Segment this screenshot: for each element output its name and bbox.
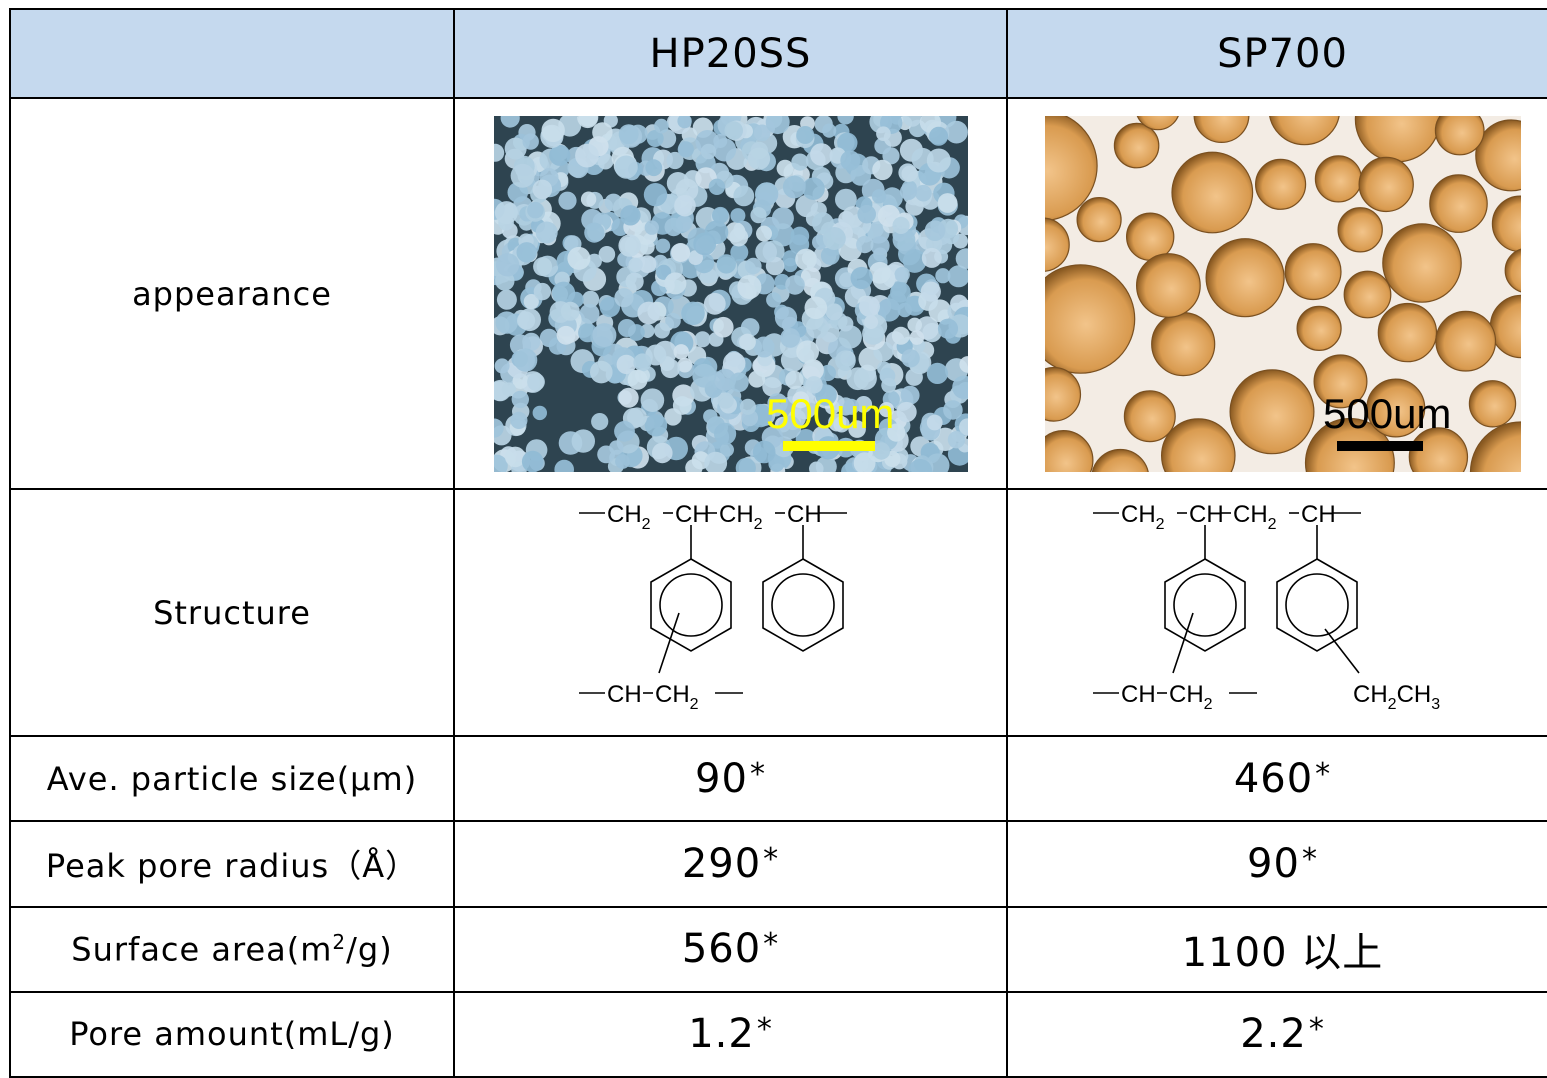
structure-label: Structure [9,488,455,738]
hp20ss-scale-bar [782,440,875,451]
header-row: HP20SS SP700 [9,7,1547,100]
sp700-bead-photo: 500um [1044,115,1521,472]
sp-ch-b: CH [1301,501,1336,528]
sp-ch2-c: CH2 [1169,681,1213,713]
hp-ch2-b: CH2 [719,501,763,533]
pore-amount-row: Pore amount(mL/g) 1.2* 2.2* [9,990,1547,1078]
sp-ethyl: CH2CH3 [1353,681,1440,713]
pore-amount-label: Pore amount(mL/g) [9,990,455,1078]
hp20ss-pore-radius: 290* [453,820,1008,908]
sp-ch2-a: CH2 [1121,501,1165,533]
hp20ss-surface-area: 560* [453,905,1008,993]
surface-area-label: Surface area(m2/g) [9,905,455,993]
particle-size-row: Ave. particle size(μm) 90* 460* [9,735,1547,823]
sp700-pore-amount: 2.2* [1006,990,1547,1078]
hp20ss-bead-photo: 500um [493,115,968,472]
hp-ch-b: CH [787,501,822,528]
sp700-chemical-structure: CH2 CH CH2 CH CH CH2 CH2CH3 [1092,501,1440,713]
pore-radius-row: Peak pore radius（Å） 290* 90* [9,820,1547,908]
sp-ch2-b: CH2 [1233,501,1277,533]
resin-comparison-table: HP20SS SP700 appearance 500um 500um Stru… [9,7,1547,1078]
pore-radius-label: Peak pore radius（Å） [9,820,455,908]
hp20ss-structure-cell: CH2 CH CH2 CH CH CH2 [453,488,1008,738]
sp-ch-a: CH [1189,501,1224,528]
hp20ss-appearance-cell: 500um [453,97,1008,491]
header-sp700: SP700 [1006,7,1547,100]
sp-ch-c: CH [1121,681,1156,708]
sp700-surface-area: 1100 以上 [1006,905,1547,993]
appearance-row: appearance 500um 500um [9,97,1547,491]
sp700-pore-radius: 90* [1006,820,1547,908]
sp700-appearance-cell: 500um [1006,97,1547,491]
header-corner-cell [9,7,455,100]
hp-ch2-a: CH2 [607,501,651,533]
structure-row: Structure [9,488,1547,738]
hp-ch-a: CH [675,501,710,528]
hp20ss-chemical-structure: CH2 CH CH2 CH CH CH2 [578,501,847,713]
sp700-scale-label: 500um [1323,390,1451,437]
hp20ss-scale-label: 500um [766,390,894,437]
hp-ch2-c: CH2 [655,681,699,713]
surface-area-row: Surface area(m2/g) 560* 1100 以上 [9,905,1547,993]
sp700-scale-bar [1336,440,1423,451]
header-hp20ss: HP20SS [453,7,1008,100]
appearance-label: appearance [9,97,455,491]
hp20ss-particle-size: 90* [453,735,1008,823]
particle-size-label: Ave. particle size(μm) [9,735,455,823]
hp-ch-c: CH [607,681,642,708]
hp20ss-pore-amount: 1.2* [453,990,1008,1078]
sp700-structure-cell: CH2 CH CH2 CH CH CH2 CH2CH3 [1006,488,1547,738]
sp700-particle-size: 460* [1006,735,1547,823]
